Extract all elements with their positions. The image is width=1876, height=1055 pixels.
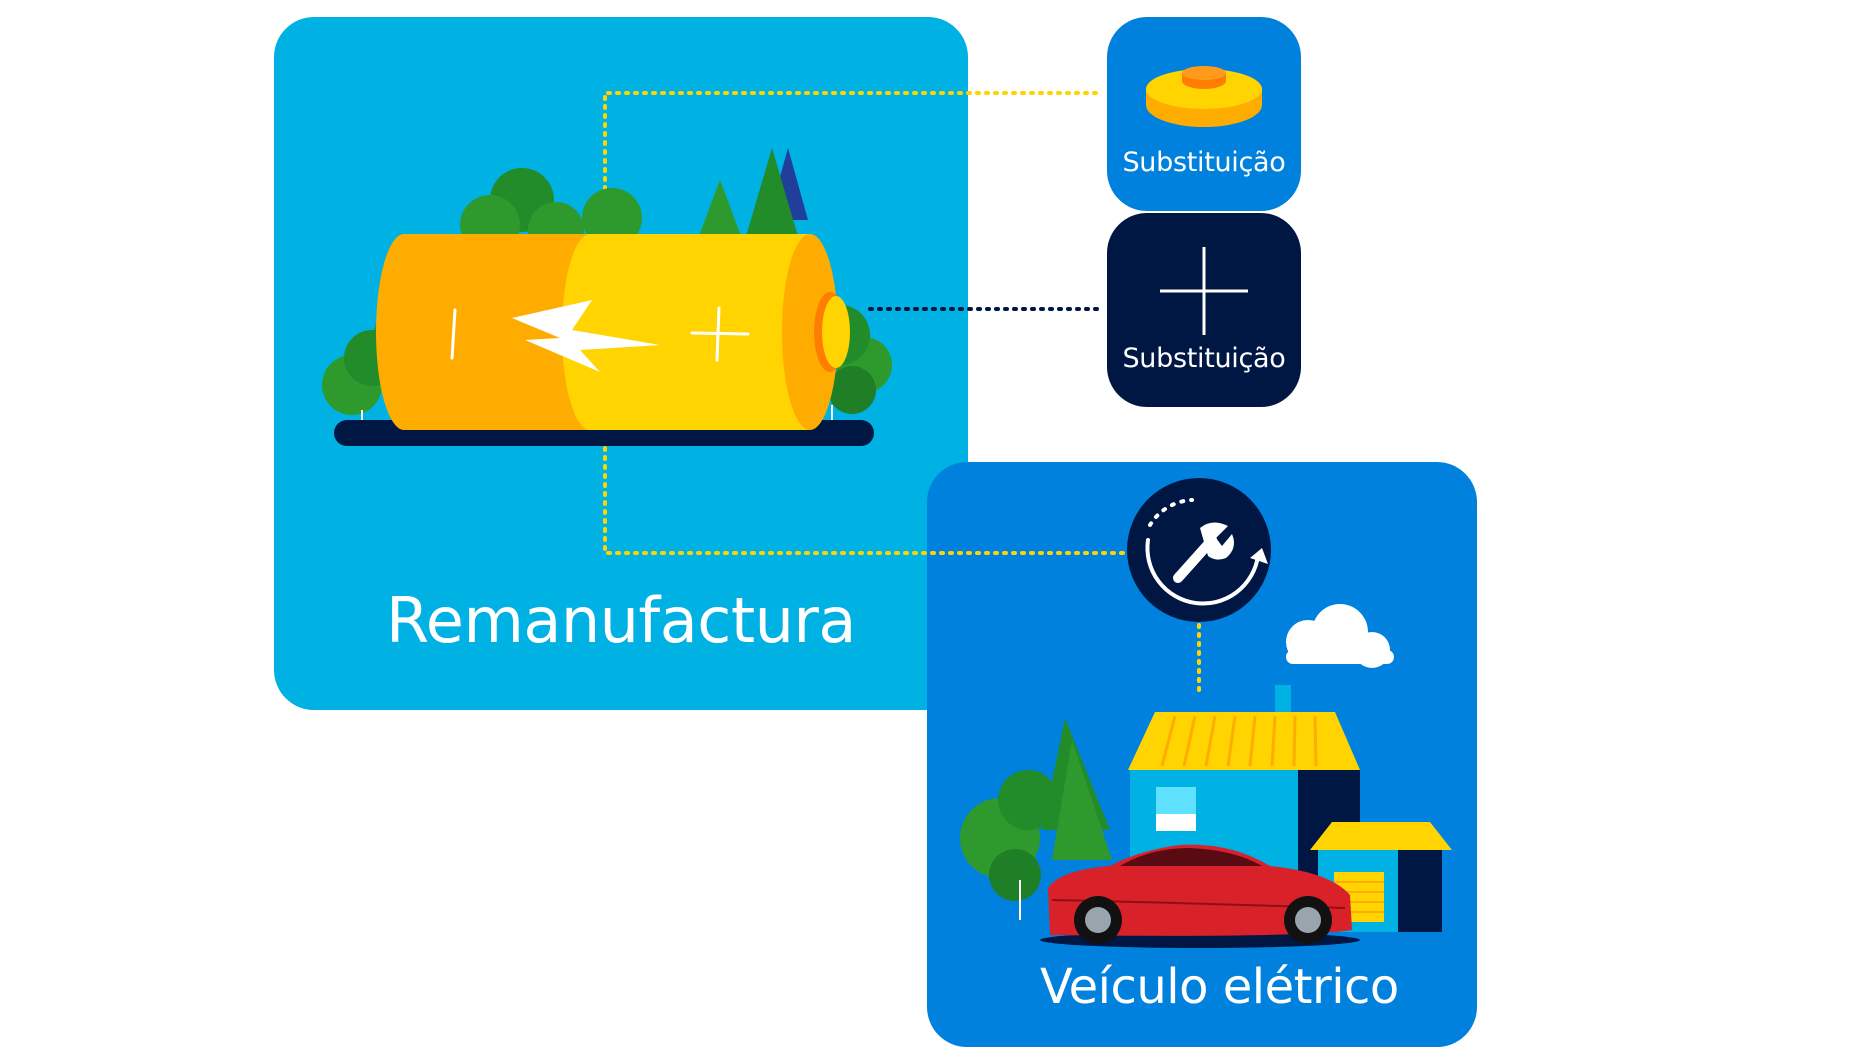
connector-lines xyxy=(603,91,1201,697)
electric-car-icon xyxy=(1040,844,1360,948)
remanufactura-title: Remanufactura xyxy=(386,584,856,657)
substituicao-module-tile: Substituição xyxy=(1107,17,1301,211)
cloud-icon xyxy=(1286,604,1394,668)
plus-icon xyxy=(1160,247,1248,335)
substituicao-plus-tile: Substituição xyxy=(1107,213,1301,407)
battery-module-icon xyxy=(1146,66,1262,127)
battery-icon xyxy=(376,234,850,430)
wrench-cycle-icon xyxy=(1127,478,1271,622)
trees-near-house xyxy=(960,718,1112,920)
veiculo-eletrico-title: Veículo elétrico xyxy=(1040,959,1399,1015)
veiculo-eletrico-card: Veículo elétrico xyxy=(927,462,1477,1047)
substituicao-label: Substituição xyxy=(1122,147,1286,178)
substituicao-label: Substituição xyxy=(1122,343,1286,374)
